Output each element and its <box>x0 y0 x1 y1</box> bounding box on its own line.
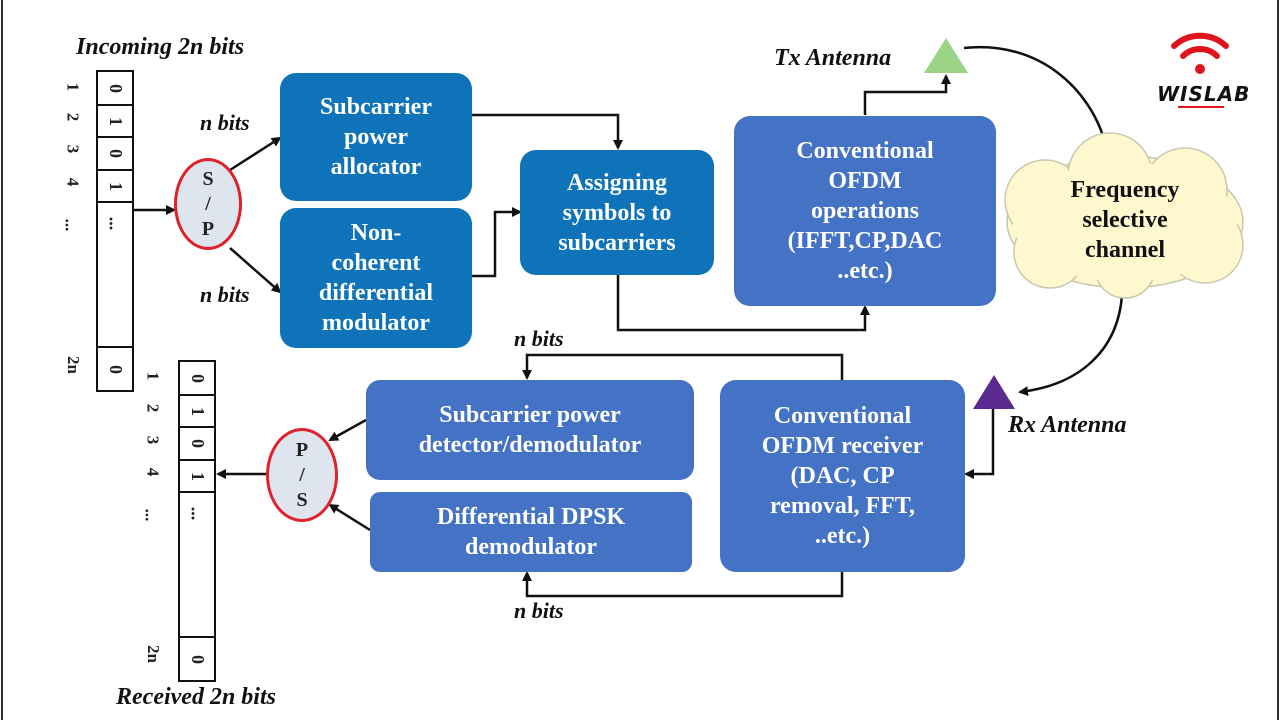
assigning-symbols: Assigning symbols to subcarriers <box>520 150 714 275</box>
bit-cell: 1 <box>98 106 132 138</box>
arrow-rx-to-receiver <box>964 408 995 479</box>
ps-mid: / <box>299 463 305 486</box>
arrow-dpsk-to-ps <box>328 503 371 532</box>
arrow-ofdm-to-tx <box>863 74 951 115</box>
bit-cell: 1 <box>180 461 214 493</box>
bit-cell: 0 <box>98 138 132 171</box>
bit-index: 2n <box>63 356 83 374</box>
bit-index: 1 <box>143 371 163 381</box>
bit-index: 1 <box>63 82 83 92</box>
subcarrier-power-allocator: Subcarrier power allocator <box>280 73 472 201</box>
received-bits-label: Received 2n bits <box>116 684 276 710</box>
bit-index: 4 <box>63 177 83 187</box>
bit-cell: 0 <box>180 636 214 680</box>
bit-index: 2n <box>143 645 163 663</box>
arrow-modulator-to-assigning <box>472 207 522 278</box>
ps-top: P <box>295 438 309 461</box>
bit-cell: 0 <box>98 346 132 390</box>
bit-index: 2 <box>63 112 83 122</box>
conventional-ofdm-operations: Conventional OFDM operations (IFFT,CP,DA… <box>734 116 996 306</box>
incoming-bits-label: Incoming 2n bits <box>76 34 245 60</box>
rx-antenna-label: Rx Antenna <box>1008 412 1127 438</box>
bit-cell: 0 <box>98 72 132 106</box>
bit-cell: ... <box>105 216 126 230</box>
tx-antenna-icon <box>924 38 968 73</box>
frequency-selective-channel: Frequency selective channel <box>1070 177 1180 263</box>
rx-antenna-icon <box>973 375 1015 409</box>
arrow-allocator-to-assigning <box>472 113 623 150</box>
conventional-ofdm-receiver: Conventional OFDM receiver (DAC, CP remo… <box>720 380 965 572</box>
logo-text: WISLAB <box>1157 82 1251 106</box>
n-bits-label-top: n bits <box>200 110 250 135</box>
subcarrier-power-detector: Subcarrier power detector/demodulator <box>366 380 694 480</box>
bit-cell: ... <box>187 506 208 520</box>
bit-cell: 0 <box>180 428 214 461</box>
wifi-icon <box>1171 32 1229 74</box>
received-bit-register: 0 1 0 1 ... 0 <box>178 360 216 682</box>
dpsk-demodulator: Differential DPSK demodulator <box>370 492 692 572</box>
tx-antenna-label: Tx Antenna <box>774 45 892 71</box>
incoming-bit-register: 0 1 0 1 ... 0 <box>96 70 134 392</box>
arrow-assigning-to-ofdm <box>616 275 870 332</box>
logo-underline <box>1178 106 1224 108</box>
arrow-sp-to-allocator <box>229 136 282 172</box>
ps-bottom: S <box>296 488 308 511</box>
bit-index: 3 <box>63 144 83 154</box>
n-bits-label-detector: n bits <box>514 326 564 351</box>
n-bits-label-lower: n bits <box>200 282 250 307</box>
bit-cell: 1 <box>98 171 132 203</box>
bit-index: 4 <box>143 467 163 477</box>
bit-index: 2 <box>143 403 163 413</box>
bit-index: ... <box>61 218 81 232</box>
sp-bottom: P <box>201 217 215 240</box>
sp-mid: / <box>205 192 211 215</box>
arrow-receiver-to-dpsk <box>522 570 844 598</box>
arrow-sp-to-modulator <box>229 247 282 294</box>
parallel-to-serial: P / S <box>266 428 338 522</box>
cloud-shape <box>1004 132 1244 299</box>
noncoherent-modulator: Non- coherent differential modulator <box>280 208 472 348</box>
bit-cell: 1 <box>180 396 214 428</box>
serial-to-parallel: S / P <box>174 158 242 250</box>
arrow-tx-to-channel <box>963 45 1108 144</box>
bit-index: 3 <box>143 435 163 445</box>
sp-top: S <box>202 167 214 190</box>
bit-index: ... <box>141 508 161 522</box>
arrow-detector-to-ps <box>328 418 367 442</box>
arrow-receiver-to-detector <box>522 353 844 381</box>
arrow-channel-to-rx <box>1018 294 1124 397</box>
n-bits-label-dpsk: n bits <box>514 598 564 623</box>
bit-cell: 0 <box>180 362 214 396</box>
